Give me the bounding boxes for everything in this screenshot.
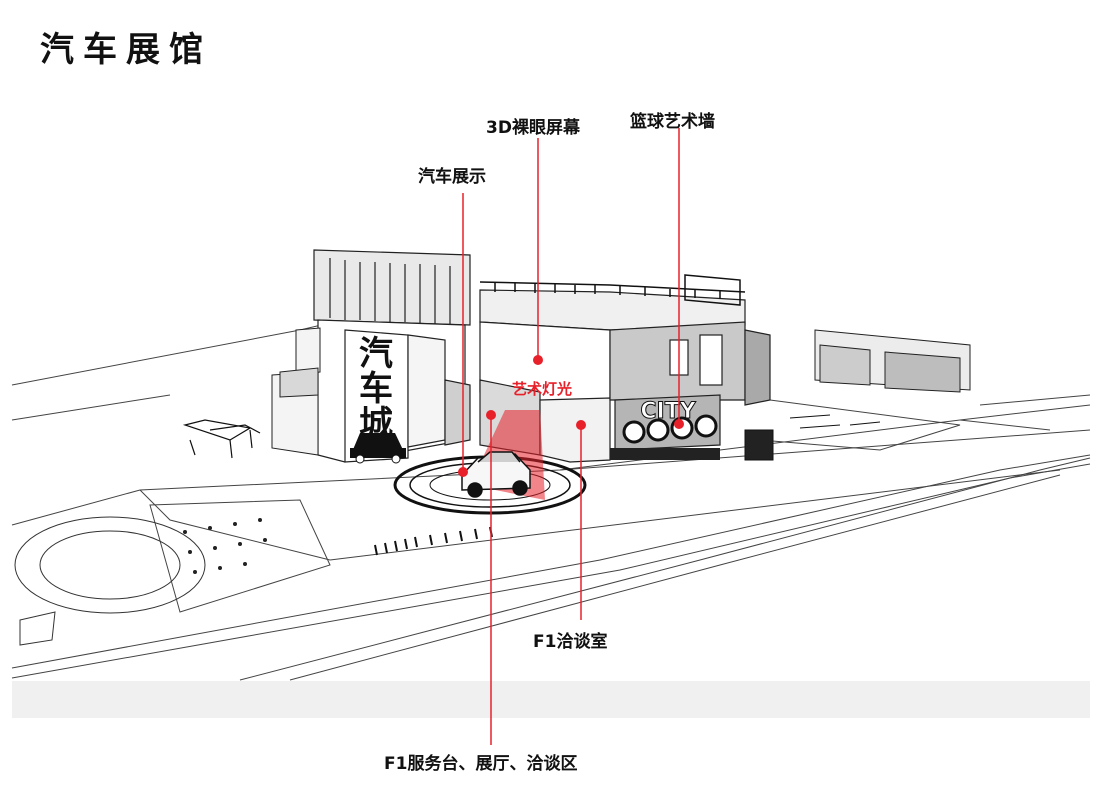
round-plaza bbox=[14, 516, 206, 646]
vertical-sign-char-1: 汽 bbox=[359, 334, 393, 374]
footer-band bbox=[12, 681, 1090, 718]
label-art-lighting: 艺术灯光 bbox=[512, 380, 573, 398]
left-furniture bbox=[182, 419, 261, 459]
small-side-structure bbox=[271, 327, 321, 456]
label-car-display: 汽车展示 bbox=[418, 167, 486, 187]
vertical-sign-char-2: 车 bbox=[359, 369, 393, 409]
ground-lines bbox=[11, 289, 1091, 681]
label-3d-screen: 3D裸眼屏幕 bbox=[486, 118, 580, 138]
display-car bbox=[461, 451, 531, 498]
plaza-dots bbox=[183, 518, 267, 574]
roof-railing bbox=[479, 274, 746, 306]
leader-dots bbox=[458, 355, 684, 477]
right-container bbox=[814, 329, 971, 393]
car-sign-icon bbox=[350, 433, 406, 464]
leader-lines bbox=[462, 128, 680, 745]
city-sign: CITY bbox=[610, 399, 720, 460]
right-furniture bbox=[744, 414, 881, 461]
label-basketball-wall: 篮球艺术墙 bbox=[630, 112, 715, 132]
label-f1-meeting-room: F1洽谈室 bbox=[533, 632, 608, 652]
label-f1-service: F1服务台、展厅、洽谈区 bbox=[384, 754, 578, 774]
page-title: 汽车展馆 bbox=[40, 30, 212, 70]
floor-stripes bbox=[374, 526, 493, 556]
left-tower bbox=[313, 249, 471, 463]
